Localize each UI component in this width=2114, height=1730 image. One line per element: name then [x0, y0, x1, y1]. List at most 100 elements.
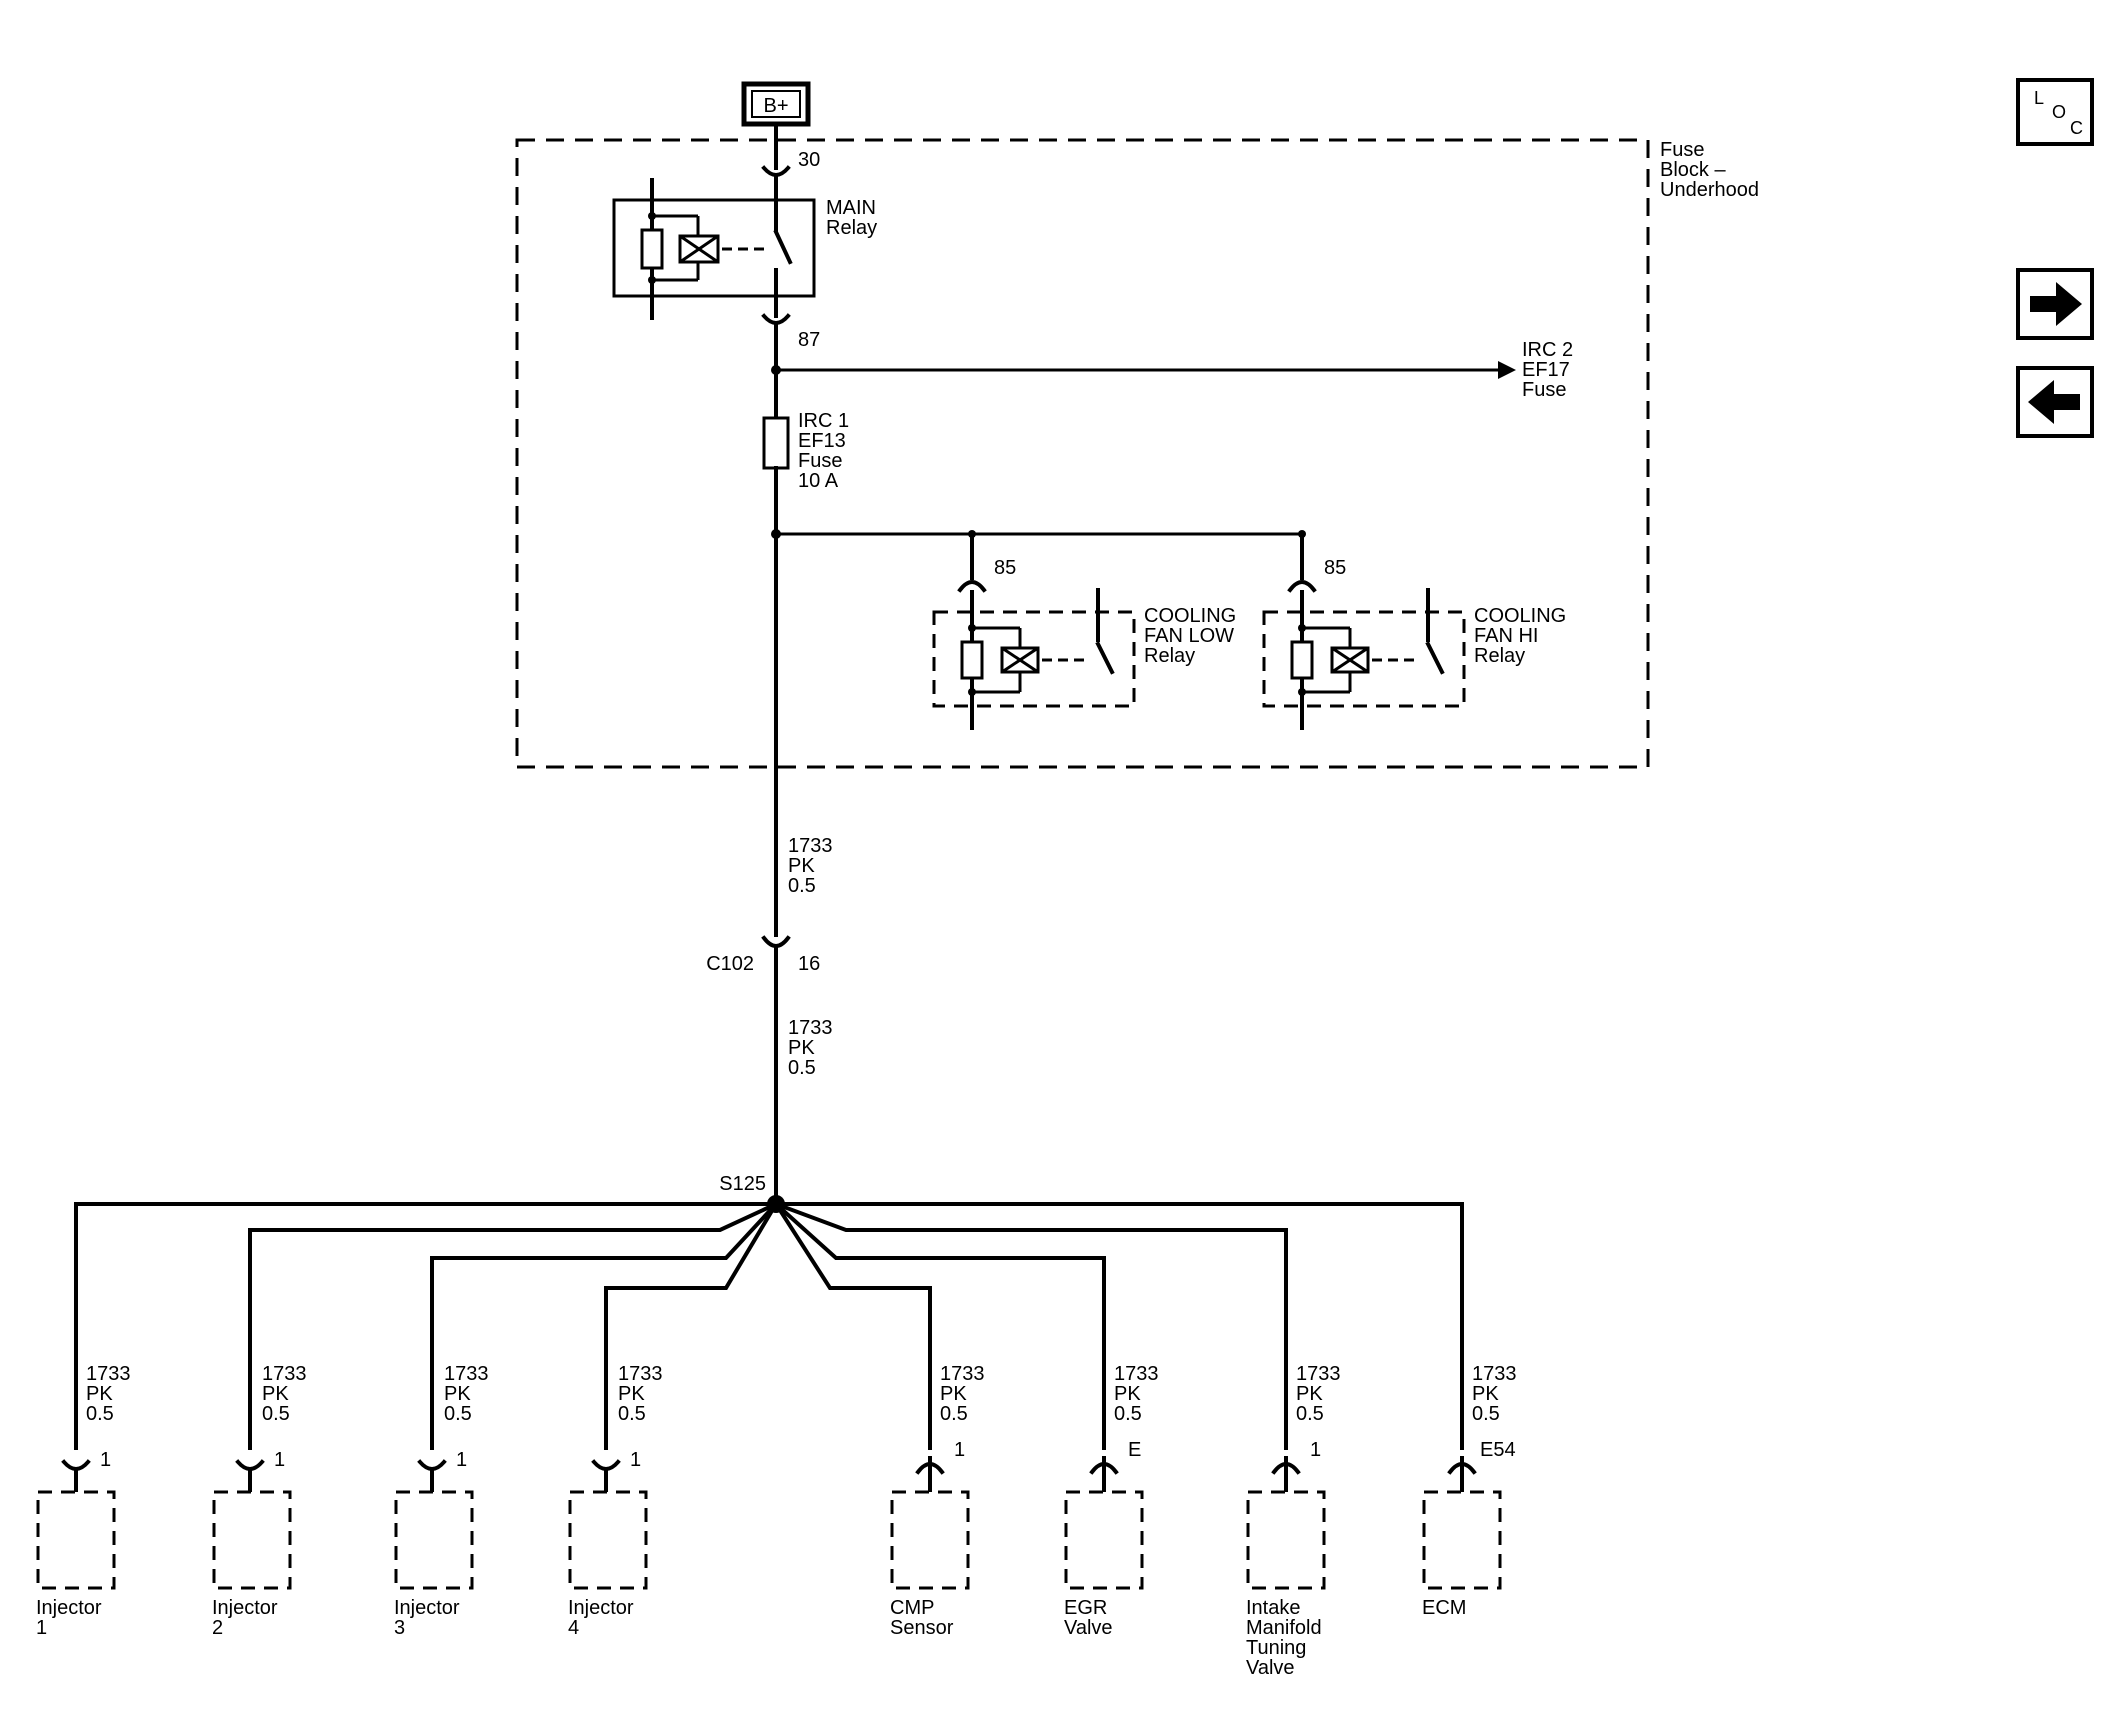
back-button[interactable] — [2016, 366, 2094, 438]
splice-fanout-wires — [74, 1201, 1464, 1450]
fan-hi-relay-pin: 85 — [1324, 557, 1346, 579]
svg-text:PK: PK — [788, 855, 815, 877]
connector-c102-name: C102 — [706, 953, 754, 975]
load-egr-valve: 1733 PK 0.5 E EGR Valve — [1064, 1363, 1159, 1639]
svg-text:0.5: 0.5 — [618, 1403, 646, 1425]
svg-text:Fuse: Fuse — [1660, 139, 1704, 161]
forward-button[interactable] — [2016, 268, 2094, 340]
svg-text:PK: PK — [940, 1383, 967, 1405]
main-relay-pin-out: 87 — [798, 329, 820, 351]
loc-button[interactable]: L O C — [2016, 78, 2094, 146]
svg-text:PK: PK — [1472, 1383, 1499, 1405]
load-ecm: 1733 PK 0.5 E54 ECM — [1422, 1363, 1517, 1619]
svg-text:Injector: Injector — [394, 1597, 460, 1619]
svg-text:PK: PK — [444, 1383, 471, 1405]
arrow-left-icon — [2028, 380, 2080, 424]
fan-hi-relay-label: COOLING FAN HI Relay — [1474, 605, 1566, 667]
svg-text:0.5: 0.5 — [788, 875, 816, 897]
svg-text:0.5: 0.5 — [444, 1403, 472, 1425]
svg-text:FAN HI: FAN HI — [1474, 625, 1538, 647]
svg-text:1733: 1733 — [788, 835, 833, 857]
svg-text:Injector: Injector — [212, 1597, 278, 1619]
svg-text:Valve: Valve — [1246, 1657, 1295, 1679]
irc1-fuse-label: IRC 1 EF13 Fuse 10 A — [798, 410, 849, 492]
wire-label-lower: 1733 PK 0.5 — [788, 1017, 833, 1079]
svg-text:PK: PK — [262, 1383, 289, 1405]
arrow-right-icon — [2030, 282, 2082, 326]
loc-letter-o: O — [2052, 102, 2066, 122]
svg-text:1: 1 — [100, 1449, 111, 1471]
wire-label-upper: 1733 PK 0.5 — [788, 835, 833, 897]
svg-text:0.5: 0.5 — [1114, 1403, 1142, 1425]
svg-text:Injector: Injector — [568, 1597, 634, 1619]
connector-c102 — [761, 935, 791, 948]
load-injector-4: 1733 PK 0.5 1 Injector 4 — [568, 1363, 663, 1639]
load-cmp-sensor: 1733 PK 0.5 1 CMP Sensor — [890, 1363, 985, 1639]
irc2-fuse-label: IRC 2 EF17 Fuse — [1522, 339, 1573, 401]
svg-text:Intake: Intake — [1246, 1597, 1300, 1619]
svg-text:0.5: 0.5 — [1472, 1403, 1500, 1425]
svg-text:1: 1 — [36, 1617, 47, 1639]
svg-text:0.5: 0.5 — [262, 1403, 290, 1425]
svg-text:1: 1 — [274, 1449, 285, 1471]
svg-text:Valve: Valve — [1064, 1617, 1113, 1639]
svg-text:0.5: 0.5 — [86, 1403, 114, 1425]
svg-text:3: 3 — [394, 1617, 405, 1639]
svg-text:Tuning: Tuning — [1246, 1637, 1306, 1659]
svg-text:MAIN: MAIN — [826, 197, 876, 219]
svg-text:1733: 1733 — [788, 1017, 833, 1039]
svg-text:Sensor: Sensor — [890, 1617, 954, 1639]
svg-text:1733: 1733 — [86, 1363, 131, 1385]
fan-low-relay-pin: 85 — [994, 557, 1016, 579]
svg-text:Relay: Relay — [1474, 645, 1525, 667]
svg-text:EF13: EF13 — [798, 430, 846, 452]
svg-text:Injector: Injector — [36, 1597, 102, 1619]
svg-text:IRC 2: IRC 2 — [1522, 339, 1573, 361]
svg-text:PK: PK — [618, 1383, 645, 1405]
svg-text:COOLING: COOLING — [1144, 605, 1236, 627]
load-injector-3: 1733 PK 0.5 1 Injector 3 — [394, 1363, 489, 1639]
fan-low-relay-label: COOLING FAN LOW Relay — [1144, 605, 1236, 667]
cooling-fan-hi-relay — [1262, 580, 1466, 730]
svg-text:IRC 1: IRC 1 — [798, 410, 849, 432]
svg-text:Relay: Relay — [1144, 645, 1195, 667]
fuse-block-boundary — [515, 138, 1650, 769]
svg-text:1: 1 — [1310, 1439, 1321, 1461]
load-injector-1: 1733 PK 0.5 1 Injector 1 — [36, 1363, 131, 1639]
svg-text:1: 1 — [630, 1449, 641, 1471]
loc-letter-l: L — [2034, 88, 2044, 108]
main-relay-pin-in: 30 — [798, 149, 820, 171]
svg-text:1: 1 — [456, 1449, 467, 1471]
main-relay — [612, 178, 816, 320]
svg-text:PK: PK — [1114, 1383, 1141, 1405]
svg-text:PK: PK — [86, 1383, 113, 1405]
svg-text:1733: 1733 — [1472, 1363, 1517, 1385]
svg-text:E: E — [1128, 1439, 1141, 1461]
svg-text:1: 1 — [954, 1439, 965, 1461]
svg-text:2: 2 — [212, 1617, 223, 1639]
svg-text:10 A: 10 A — [798, 470, 839, 492]
svg-text:Block –: Block – — [1660, 159, 1726, 181]
svg-text:EGR: EGR — [1064, 1597, 1107, 1619]
svg-text:Manifold: Manifold — [1246, 1617, 1322, 1639]
splice-s125-name: S125 — [719, 1173, 766, 1195]
svg-text:FAN LOW: FAN LOW — [1144, 625, 1234, 647]
connector-c102-pin: 16 — [798, 953, 820, 975]
svg-text:1733: 1733 — [444, 1363, 489, 1385]
svg-text:Underhood: Underhood — [1660, 179, 1759, 201]
svg-text:Fuse: Fuse — [798, 450, 842, 472]
load-injector-2: 1733 PK 0.5 1 Injector 2 — [212, 1363, 307, 1639]
svg-text:0.5: 0.5 — [788, 1057, 816, 1079]
power-source-b-plus: B+ — [741, 81, 811, 127]
svg-text:COOLING: COOLING — [1474, 605, 1566, 627]
svg-text:0.5: 0.5 — [940, 1403, 968, 1425]
power-source-label: B+ — [763, 95, 788, 117]
svg-text:PK: PK — [788, 1037, 815, 1059]
fuse-block-label: Fuse Block – Underhood — [1660, 139, 1759, 201]
cooling-fan-low-relay — [932, 580, 1136, 730]
svg-text:4: 4 — [568, 1617, 579, 1639]
svg-text:1733: 1733 — [262, 1363, 307, 1385]
svg-text:1733: 1733 — [1296, 1363, 1341, 1385]
svg-text:EF17: EF17 — [1522, 359, 1570, 381]
